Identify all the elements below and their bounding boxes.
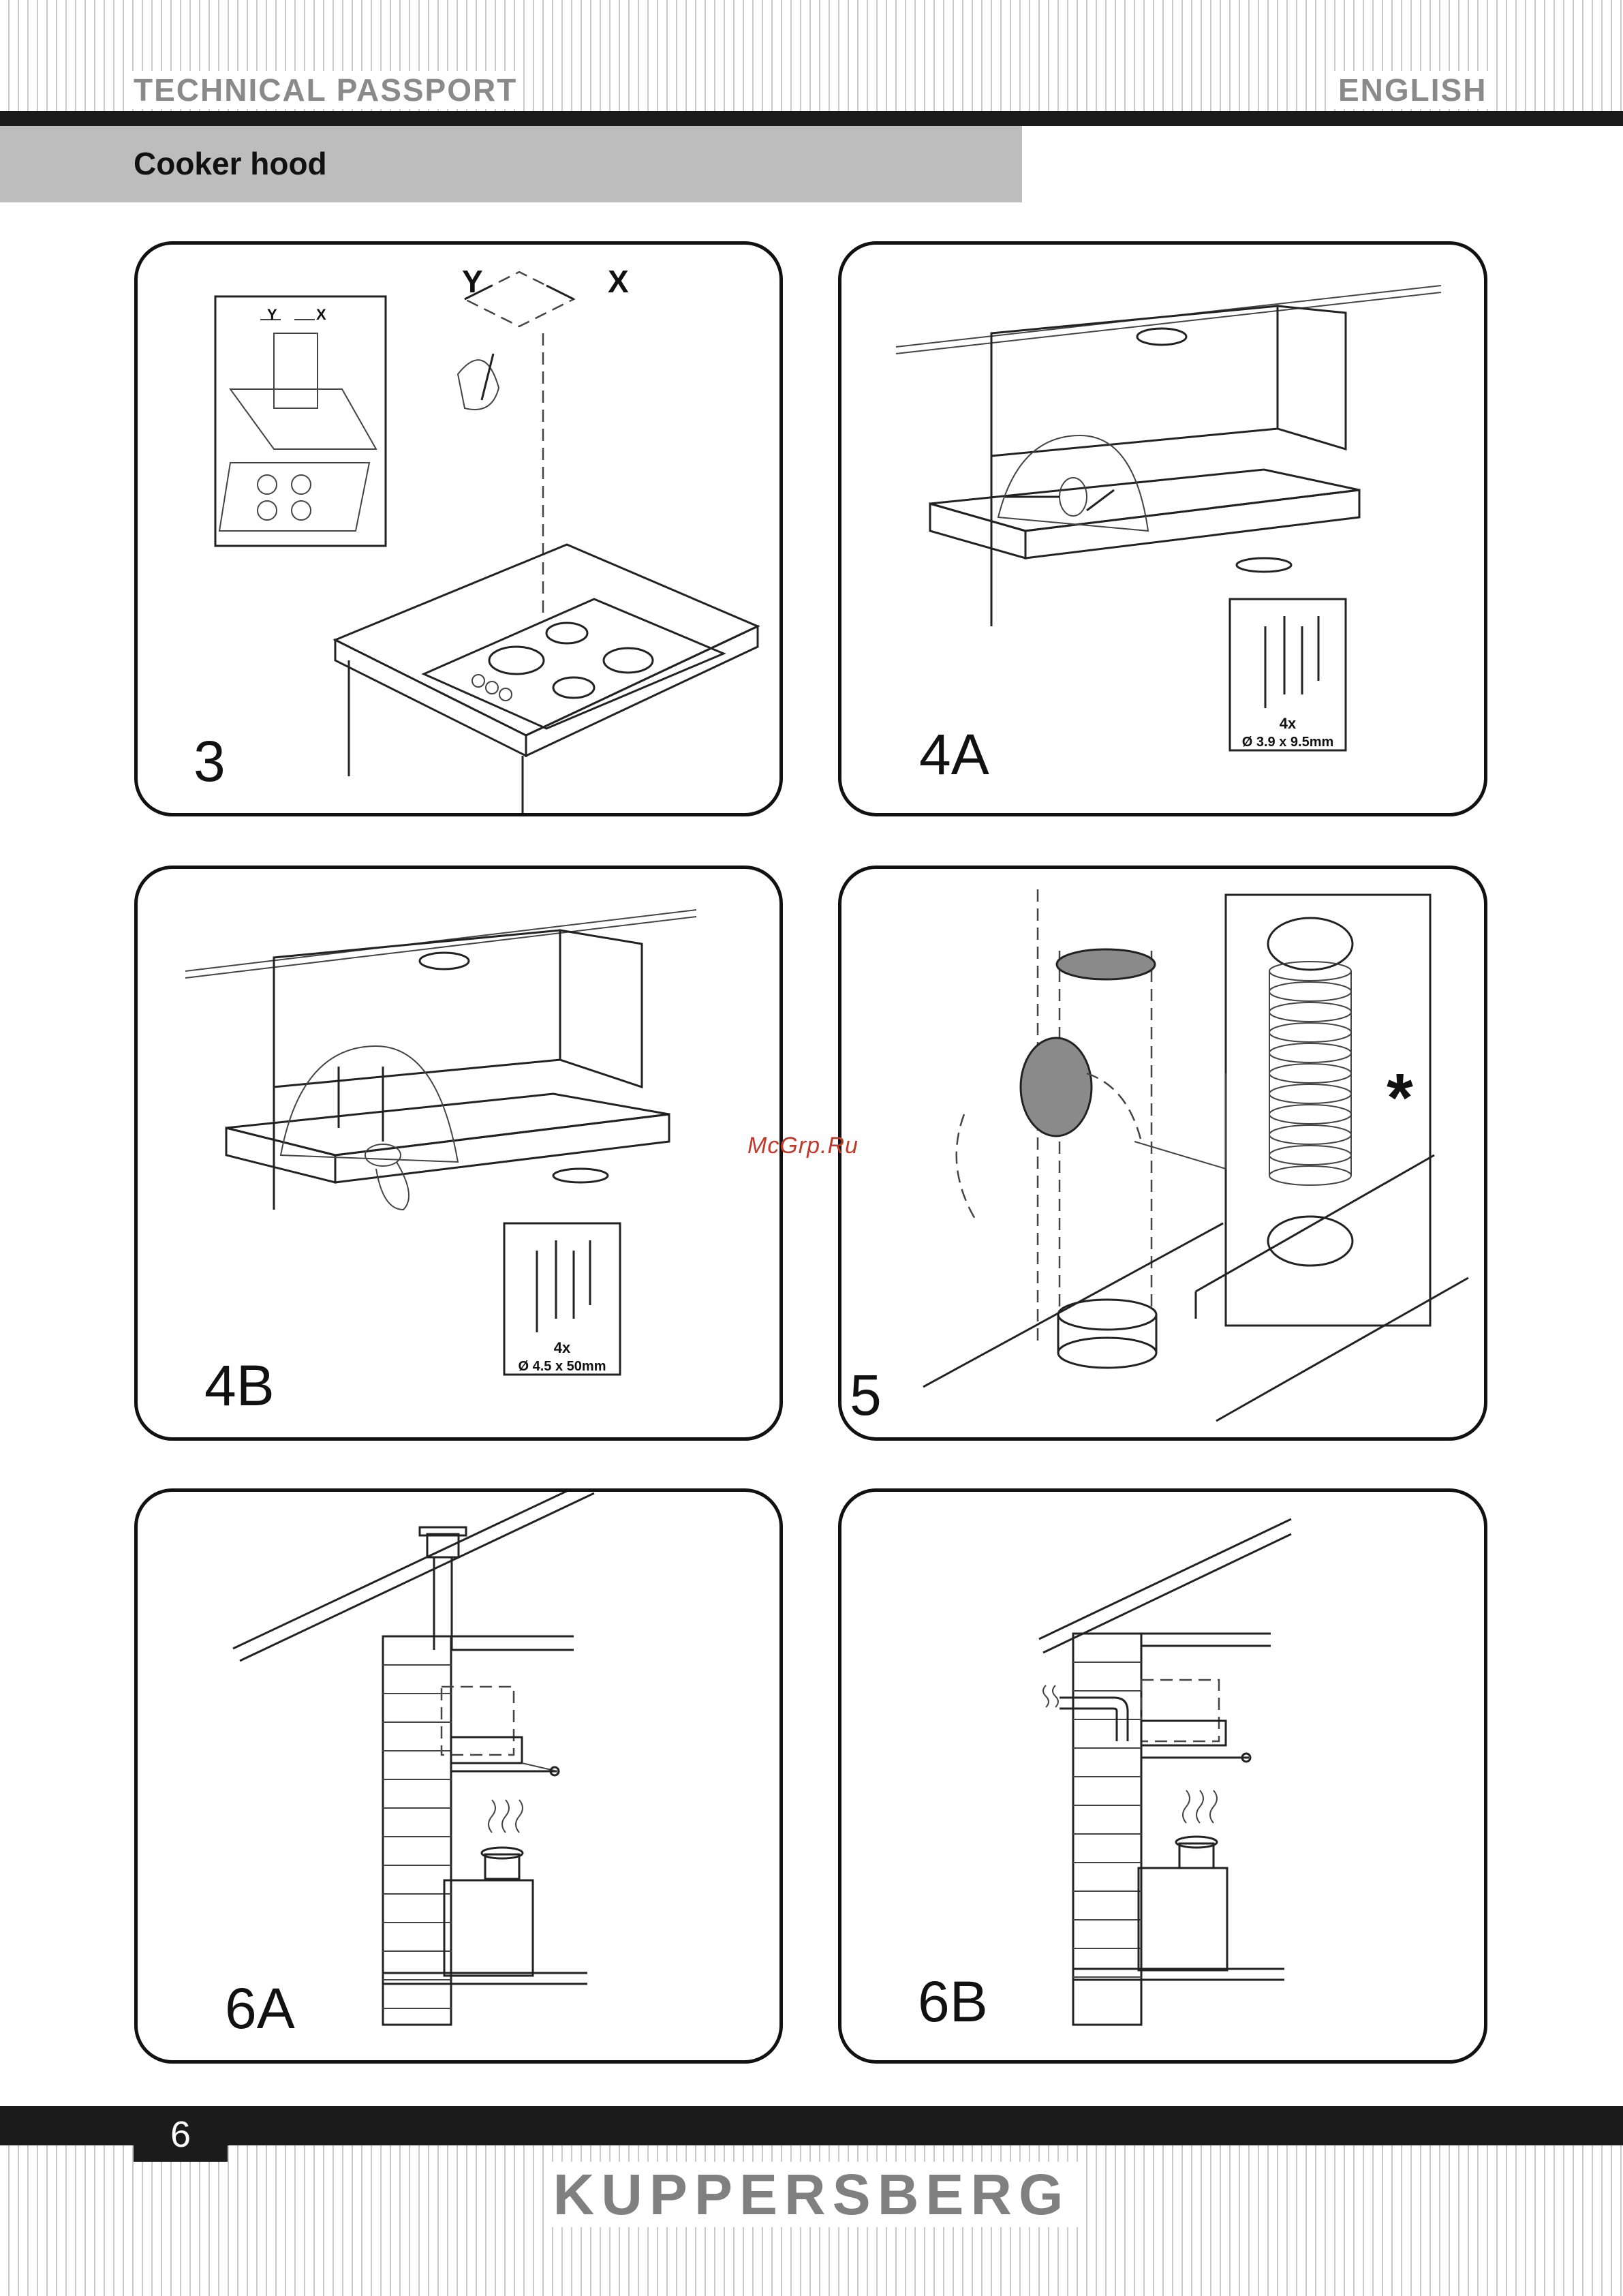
screw-size-4b: Ø 4.5 x 50mm: [519, 1359, 606, 1374]
figure-4a-label: 4A: [919, 726, 989, 783]
inset-axis-y-label: Y: [267, 306, 277, 323]
figure-6a-label: 6A: [225, 1980, 295, 2037]
header-document-type: TECHNICAL PASSPORT: [129, 71, 521, 109]
accessory-note-asterisk: *: [1387, 1060, 1413, 1136]
figure-5-panel: * 5: [838, 866, 1487, 1441]
brand-name: KUPPERSBERG: [544, 2162, 1080, 2227]
page-number: 6: [134, 2114, 228, 2155]
screw-quantity-4a: 4x: [1280, 715, 1297, 732]
watermark: McGrp.Ru: [747, 1133, 859, 1159]
header-language: ENGLISH: [1334, 71, 1491, 109]
inset-axis-x-label: X: [316, 306, 326, 323]
header-rule: [0, 111, 1623, 126]
figure-6b-label: 6B: [918, 1973, 988, 2030]
figure-3-panel: Y X Y X 3: [134, 241, 783, 816]
figure-4b-label: 4B: [204, 1357, 275, 1414]
screw-quantity-4b: 4x: [554, 1339, 571, 1356]
figure-6a-panel: 6A: [134, 1488, 783, 2064]
figure-3-label: 3: [194, 733, 226, 790]
axis-x-label: X: [608, 264, 629, 299]
axis-y-label: Y: [462, 264, 483, 299]
figure-3-illustration: Y X Y X: [138, 245, 783, 816]
footer-rule: [0, 2106, 1623, 2145]
section-title: Cooker hood: [134, 144, 327, 183]
screw-size-4a: Ø 3.9 x 9.5mm: [1242, 735, 1334, 750]
figure-5-illustration: *: [841, 869, 1487, 1441]
figure-4a-panel: 4x Ø 3.9 x 9.5mm 4A: [838, 241, 1487, 816]
brand-logo: KUPPERSBERG: [0, 2162, 1623, 2227]
figure-5-label: 5: [850, 1366, 882, 1424]
figure-4b-panel: 4x Ø 4.5 x 50mm 4B: [134, 866, 783, 1441]
figure-6b-panel: 6B: [838, 1488, 1487, 2064]
